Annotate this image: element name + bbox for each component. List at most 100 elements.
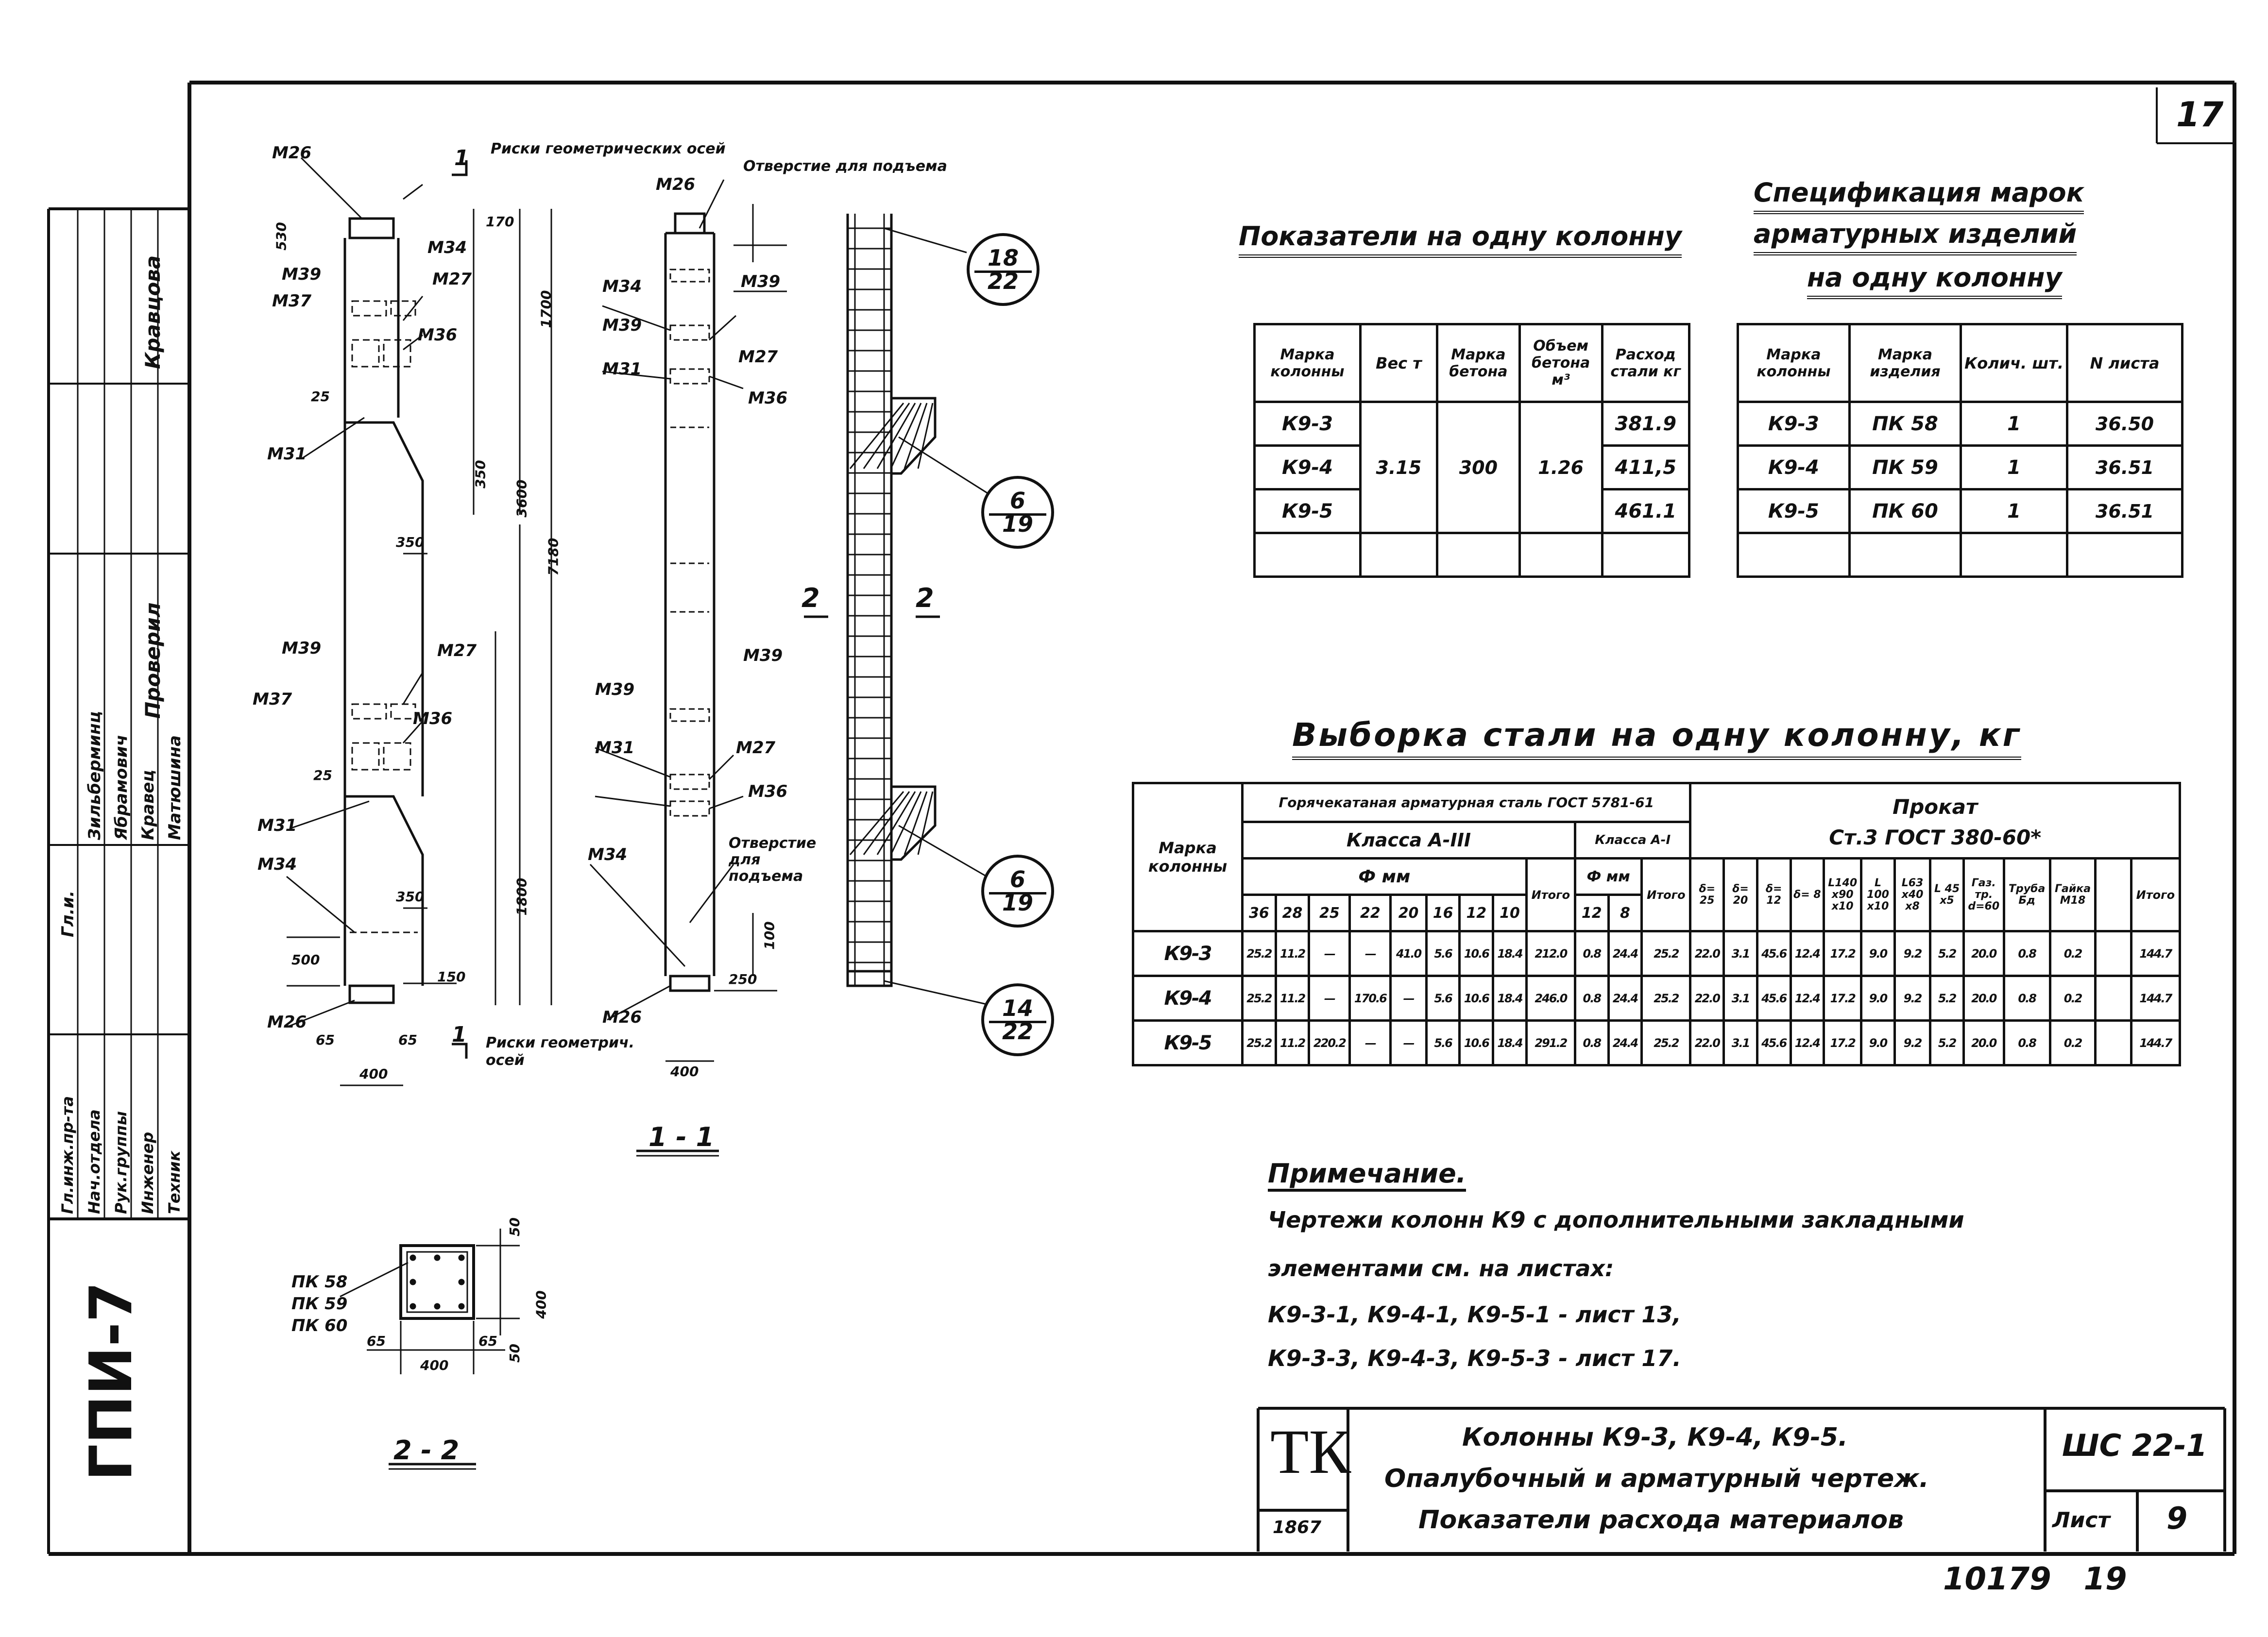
- steel-cell-itog3: 291.2: [1525, 1019, 1576, 1066]
- dim-l-4: 7180: [545, 538, 562, 576]
- ind-r3-c0: [1253, 532, 1362, 578]
- ind-header-2: Марка бетона: [1435, 323, 1521, 403]
- steel-cell-prokat: 20.0: [1962, 1019, 2005, 1066]
- hatch-line: [863, 403, 910, 469]
- mark-m-1: М34: [602, 277, 642, 296]
- spec-title-2: арматурных изделий: [1754, 219, 2077, 255]
- hatch-line: [849, 403, 904, 469]
- steel-cell-prokat: 45.6: [1756, 975, 1792, 1022]
- dim-l-14: 25: [311, 388, 330, 405]
- steel-h-prokat-1: δ= 20: [1722, 857, 1758, 932]
- mark-m-9: М36: [748, 782, 788, 801]
- ind-header-1: Вес т: [1359, 323, 1438, 403]
- hatch-line: [863, 791, 910, 855]
- steel-cell-itog3: 212.0: [1525, 930, 1576, 977]
- steel-cell-prokat: 22.0: [1689, 930, 1725, 977]
- steel-cell-a3: 18.4: [1492, 975, 1528, 1022]
- steel-h-prokat-4: L140 x90 x10: [1823, 857, 1863, 932]
- spec-r1-c3: 36.51: [2065, 444, 2184, 490]
- steel-prokat-label: Прокат: [1893, 795, 1978, 819]
- label-hole-bottom: Отверстие для подъема: [729, 835, 817, 885]
- spec-header-1: Марка изделия: [1848, 323, 1962, 403]
- dim-m-2: 100: [761, 921, 778, 950]
- steel-h-mark: Марка колонны: [1131, 782, 1244, 932]
- label-geometric-axes-top: Риски геометрических осей: [491, 140, 726, 157]
- steel-cell-prokat: [2094, 1019, 2132, 1066]
- steel-cell-total: 144.7: [2130, 930, 2182, 977]
- hatch-line: [917, 791, 934, 855]
- steel-cell-prokat: 0.8: [2002, 975, 2051, 1022]
- dim-l-11: 65: [316, 1032, 335, 1048]
- steel-cell-prokat: 0.2: [2048, 975, 2097, 1022]
- mark-l-12: М34: [257, 855, 297, 874]
- mark-l-13: М26: [267, 1013, 307, 1032]
- title-sheet-label: Лист: [2052, 1508, 2110, 1533]
- steel-cell-prokat: 20.0: [1962, 930, 2005, 977]
- mark-m-extra: М39: [743, 646, 783, 665]
- ind-concrete-volume: 1.26: [1518, 401, 1603, 534]
- mark-m-3: М27: [738, 347, 778, 367]
- steel-row-mark: К9-3: [1131, 930, 1244, 977]
- steel-h-class1: Класса А-I: [1573, 821, 1692, 860]
- note-line-4: К9-3-3, К9-4-3, К9-5-3 - лист 17.: [1268, 1345, 1681, 1371]
- title-year: 1867: [1273, 1518, 1322, 1537]
- steel-cell-prokat: 9.0: [1860, 1019, 1896, 1066]
- steel-cell-prokat: 12.4: [1789, 1019, 1825, 1066]
- cage-stirrups: [848, 227, 891, 963]
- steel-cell-itog1: 25.2: [1640, 975, 1692, 1022]
- steel-cell-prokat: 17.2: [1823, 975, 1863, 1022]
- dim-l-10: 150: [437, 969, 466, 985]
- steel-cell-prokat: 3.1: [1722, 975, 1758, 1022]
- title-sheet-number: 9: [2166, 1501, 2188, 1536]
- steel-diam1-1: 8: [1607, 894, 1643, 932]
- mark-m-11: М26: [602, 1008, 642, 1027]
- mark-l-7: М39: [282, 639, 322, 658]
- section-1-1-drawing: [589, 179, 787, 1157]
- steel-diam3-1: 28: [1274, 894, 1311, 932]
- steel-diam3-3: 22: [1348, 894, 1392, 932]
- cage-hatching: [849, 403, 934, 855]
- steel-cell-prokat: 5.2: [1929, 1019, 1965, 1066]
- steel-cell-prokat: 22.0: [1689, 1019, 1725, 1066]
- steel-cell-prokat: 17.2: [1823, 1019, 1863, 1066]
- steel-cell-prokat: 5.2: [1929, 975, 1965, 1022]
- steel-h-phi1: Ф мм: [1573, 857, 1643, 896]
- spec-table: Марка колонны Марка изделия Колич. шт. N…: [1737, 323, 2184, 578]
- steel-cell-a3: 10.6: [1458, 975, 1495, 1022]
- steel-diam3-6: 12: [1458, 894, 1495, 932]
- role-2: Нач.отдела: [85, 1109, 103, 1214]
- steel-cell-total: 144.7: [2130, 975, 2182, 1022]
- sect22-dim-5: 400: [420, 1357, 449, 1373]
- steel-cell-a1: 0.8: [1573, 930, 1610, 977]
- dim-l-1: 170: [486, 214, 514, 230]
- steel-cell-a3: —: [1389, 975, 1428, 1022]
- steel-cell-itog1: 25.2: [1640, 1019, 1692, 1066]
- steel-row-mark: К9-5: [1131, 1019, 1244, 1066]
- hatch-line: [876, 403, 916, 469]
- note-line-2: элементами см. на листах:: [1268, 1255, 1614, 1282]
- ind-weight: 3.15: [1359, 401, 1438, 534]
- sect22-mark-0: ПК 58: [291, 1272, 348, 1292]
- ind-r0-c4: 381.9: [1601, 401, 1691, 447]
- spec-r0-c2: 1: [1960, 401, 2068, 447]
- steel-cell-a1: 24.4: [1607, 930, 1643, 977]
- steel-h-prokat-9: Труба Бд: [2002, 857, 2051, 932]
- header-gi: Гл.и.: [58, 890, 78, 937]
- spec-r0-c3: 36.50: [2065, 401, 2184, 447]
- section-mark-1-top: 1: [454, 146, 469, 170]
- steel-cell-prokat: 0.2: [2048, 1019, 2097, 1066]
- steel-h-prokat-8: Газ. тр. d=60: [1962, 857, 2005, 932]
- steel-cell-prokat: 9.2: [1893, 1019, 1932, 1066]
- dim-l-12: 65: [398, 1032, 417, 1048]
- steel-cell-prokat: 5.2: [1929, 930, 1965, 977]
- indicators-title: Показатели на одну колонну: [1239, 221, 1682, 258]
- title-line-2: Опалубочный и арматурный чертеж.: [1384, 1464, 1929, 1493]
- steel-diam3-4: 20: [1389, 894, 1428, 932]
- section-mark-2-right: 2: [916, 583, 934, 613]
- mark-l-9: М37: [253, 690, 292, 709]
